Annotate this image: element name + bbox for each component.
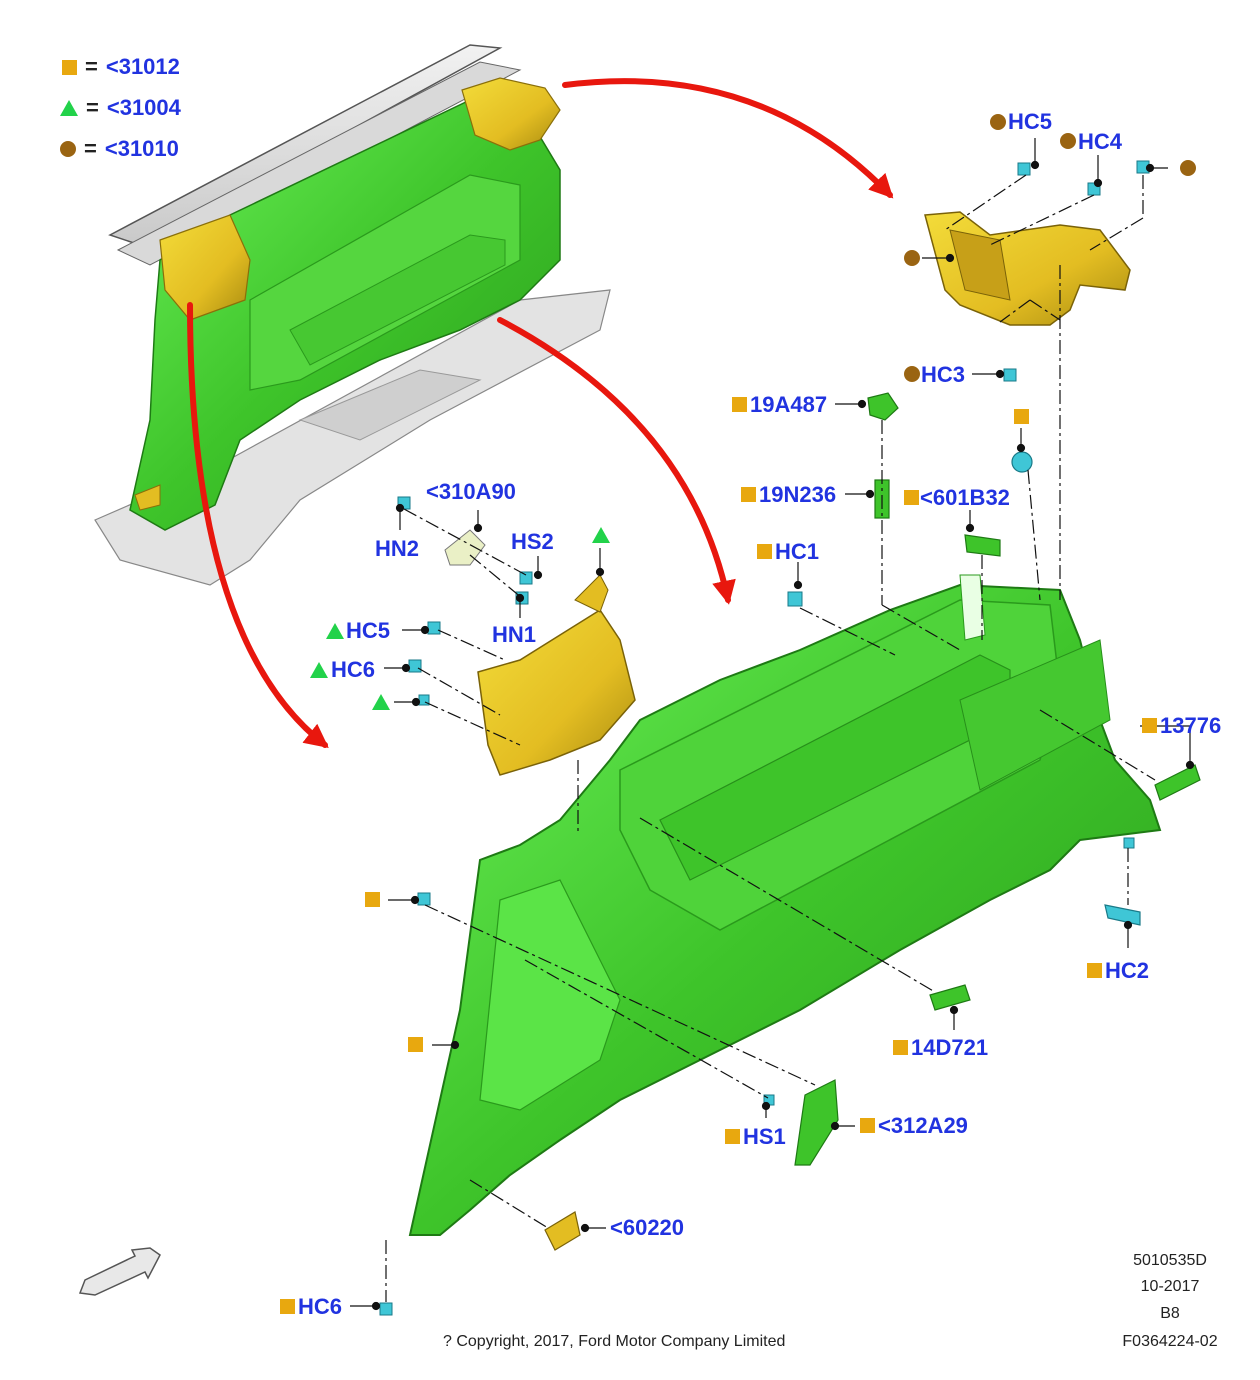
clip-icon	[1003, 368, 1017, 382]
bracket-310a90	[444, 529, 486, 566]
callout-hc6-bottom: HC6	[298, 1294, 343, 1319]
callout-312a29: <312A29	[878, 1113, 968, 1138]
callout-hs1: HS1	[743, 1124, 786, 1149]
pillar-trim-left-context	[159, 214, 251, 321]
triangle-marker-icon	[310, 662, 328, 678]
square-marker-icon	[893, 1040, 908, 1055]
cover-601b32	[964, 534, 1001, 557]
callout-601b32: <601B32	[920, 485, 1010, 510]
clip-icon	[1123, 837, 1135, 849]
square-marker-icon	[1087, 963, 1102, 978]
callout-13776: 13776	[1160, 713, 1222, 738]
red-arrows	[187, 78, 894, 748]
circle-marker-icon	[990, 114, 1006, 130]
clip-icon	[417, 892, 431, 906]
circle-marker-icon	[1180, 160, 1196, 176]
square-marker-icon	[408, 1037, 423, 1052]
circle-marker-icon	[1060, 133, 1076, 149]
pillar-trim-right-context	[461, 77, 561, 151]
callout-hn1: HN1	[492, 622, 537, 647]
figure-date: 10-2017	[1140, 1278, 1200, 1295]
hook-19a487	[867, 392, 899, 421]
triangle-marker-icon	[592, 527, 610, 543]
callout-hc6-left: HC6	[331, 657, 376, 682]
callout-hc4: HC4	[1078, 129, 1123, 154]
square-marker-icon	[1014, 409, 1029, 424]
legend-equals: =	[85, 54, 98, 79]
callout-14d721: 14D721	[911, 1035, 989, 1060]
square-marker-icon	[741, 487, 756, 502]
lamp-31012	[1011, 451, 1033, 473]
quarter-trim-panel	[408, 574, 1162, 1236]
legend-row-triangle: = <31004	[60, 95, 181, 121]
legend-label: <31012	[105, 54, 180, 79]
square-symbol-icon	[62, 59, 77, 75]
square-marker-icon	[757, 544, 772, 559]
callout-19n236: 19N236	[759, 482, 837, 507]
circle-marker-icon	[904, 250, 920, 266]
triangle-symbol-icon	[60, 100, 78, 116]
figure-id: F0364224-02	[1122, 1333, 1218, 1350]
vehicle-context-view	[94, 44, 611, 586]
square-marker-icon	[725, 1129, 740, 1144]
clip-icon	[427, 621, 441, 635]
small-parts	[444, 392, 1201, 1251]
clip-icon	[408, 659, 422, 673]
legend-row-square: = <31012	[62, 54, 180, 80]
square-marker-icon	[904, 490, 919, 505]
square-marker-icon	[1142, 718, 1157, 733]
legend-label: <31004	[106, 95, 181, 120]
clip-icon	[519, 571, 533, 585]
legend-equals: =	[86, 95, 99, 120]
callout-hn2: HN2	[375, 536, 420, 561]
square-marker-icon	[860, 1118, 875, 1133]
circle-symbol-icon	[60, 141, 76, 157]
callout-hs2: HS2	[511, 529, 554, 554]
figure-ref-number: 5010535D	[1133, 1252, 1207, 1269]
clips	[379, 160, 1150, 1316]
d-pillar-upper-trim	[924, 211, 1131, 326]
c-pillar-trim	[477, 574, 636, 776]
callout-310a90: <310A90	[426, 479, 516, 504]
square-marker-icon	[732, 397, 747, 412]
leader-dashes	[385, 174, 1156, 1302]
callout-hc5-top: HC5	[1008, 109, 1053, 134]
handle-13776	[1154, 764, 1201, 801]
cover-60220	[544, 1211, 581, 1251]
clip-icon	[787, 591, 803, 607]
triangle-marker-icon	[326, 623, 344, 639]
leaders	[350, 138, 1195, 1311]
callout-hc3: HC3	[921, 362, 966, 387]
clip-icon	[379, 1302, 393, 1316]
callout-60220: <60220	[610, 1215, 685, 1240]
vent-14d721	[929, 984, 971, 1011]
square-marker-icon	[280, 1299, 295, 1314]
callout-hc1: HC1	[775, 539, 820, 564]
legend-label: <31010	[104, 136, 179, 161]
callout-hc5-left: HC5	[346, 618, 391, 643]
copyright-notice: ? Copyright, 2017, Ford Motor Company Li…	[443, 1333, 786, 1350]
circle-marker-icon	[904, 366, 920, 382]
switch-hc2	[1104, 904, 1141, 926]
figure-revision: B8	[1160, 1305, 1180, 1322]
panel-312a29	[794, 1079, 839, 1166]
callout-hc2: HC2	[1105, 958, 1150, 983]
square-marker-icon	[365, 892, 380, 907]
legend-equals: =	[84, 136, 97, 161]
legend-row-circle: = <31010	[60, 136, 179, 162]
front-direction-arrow-icon	[78, 1247, 161, 1296]
triangle-marker-icon	[372, 694, 390, 710]
clip-icon	[1017, 162, 1031, 176]
callout-19a487: 19A487	[750, 392, 828, 417]
